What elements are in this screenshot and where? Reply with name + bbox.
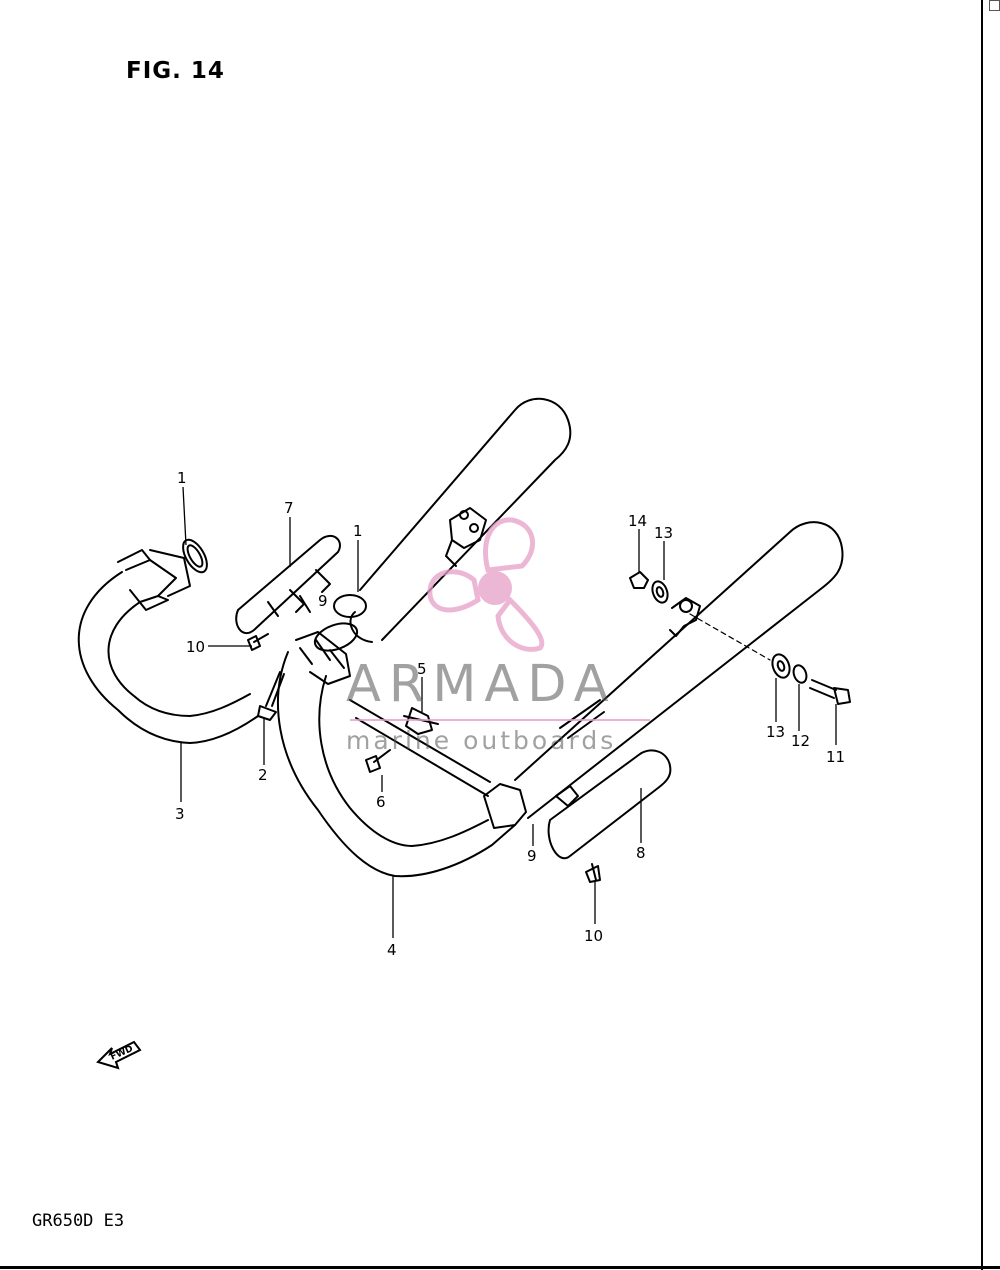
- callout-9-upper: 9: [318, 592, 328, 610]
- page-border-right: [981, 0, 983, 1270]
- callout-10-lower: 10: [584, 927, 603, 945]
- callout-9-lower: 9: [527, 847, 537, 865]
- bolt-part-10b: [585, 863, 601, 883]
- callout-8: 8: [636, 844, 646, 862]
- muffler-left: [333, 397, 572, 643]
- callout-2: 2: [258, 766, 268, 784]
- nut-part-14: [629, 571, 649, 589]
- washer-part-13a: [651, 580, 669, 604]
- callout-6: 6: [376, 793, 386, 811]
- exhaust-pipe-right: [277, 622, 527, 878]
- callout-12: 12: [791, 732, 810, 750]
- callout-10-left: 10: [186, 638, 205, 656]
- callout-11: 11: [826, 748, 845, 766]
- corner-mark-icon: [989, 0, 1000, 11]
- model-code: GR650D E3: [32, 1211, 125, 1231]
- callout-1-left: 1: [177, 469, 187, 487]
- washer-part-12: [792, 664, 808, 684]
- callout-13-upper: 13: [654, 524, 673, 542]
- exhaust-pipe-left: [77, 538, 259, 744]
- callout-3: 3: [175, 805, 185, 823]
- callout-1-right: 1: [353, 522, 363, 540]
- watermark-tagline: marine outboards: [346, 726, 617, 755]
- heat-shield-upper: [235, 534, 341, 635]
- watermark-brand: ARMADA: [346, 655, 617, 714]
- bolt-part-2: [257, 671, 285, 721]
- washer-part-13b: [771, 653, 791, 679]
- figure-title: FIG. 14: [126, 58, 225, 84]
- callout-4: 4: [387, 941, 397, 959]
- callout-5: 5: [417, 660, 427, 678]
- callout-13-lower: 13: [766, 723, 785, 741]
- heat-shield-lower: [547, 749, 672, 860]
- forward-arrow-icon: FWD: [96, 1040, 142, 1070]
- bolt-part-11: [809, 679, 851, 705]
- callout-14: 14: [628, 512, 647, 530]
- propeller-logo-icon: [427, 517, 545, 652]
- page-border-bottom: [0, 1266, 1000, 1269]
- watermark-divider: [350, 719, 650, 721]
- bolt-part-10a: [247, 633, 269, 651]
- muffler-right: [349, 521, 844, 819]
- bolt-part-6: [365, 749, 391, 773]
- callout-7: 7: [284, 499, 294, 517]
